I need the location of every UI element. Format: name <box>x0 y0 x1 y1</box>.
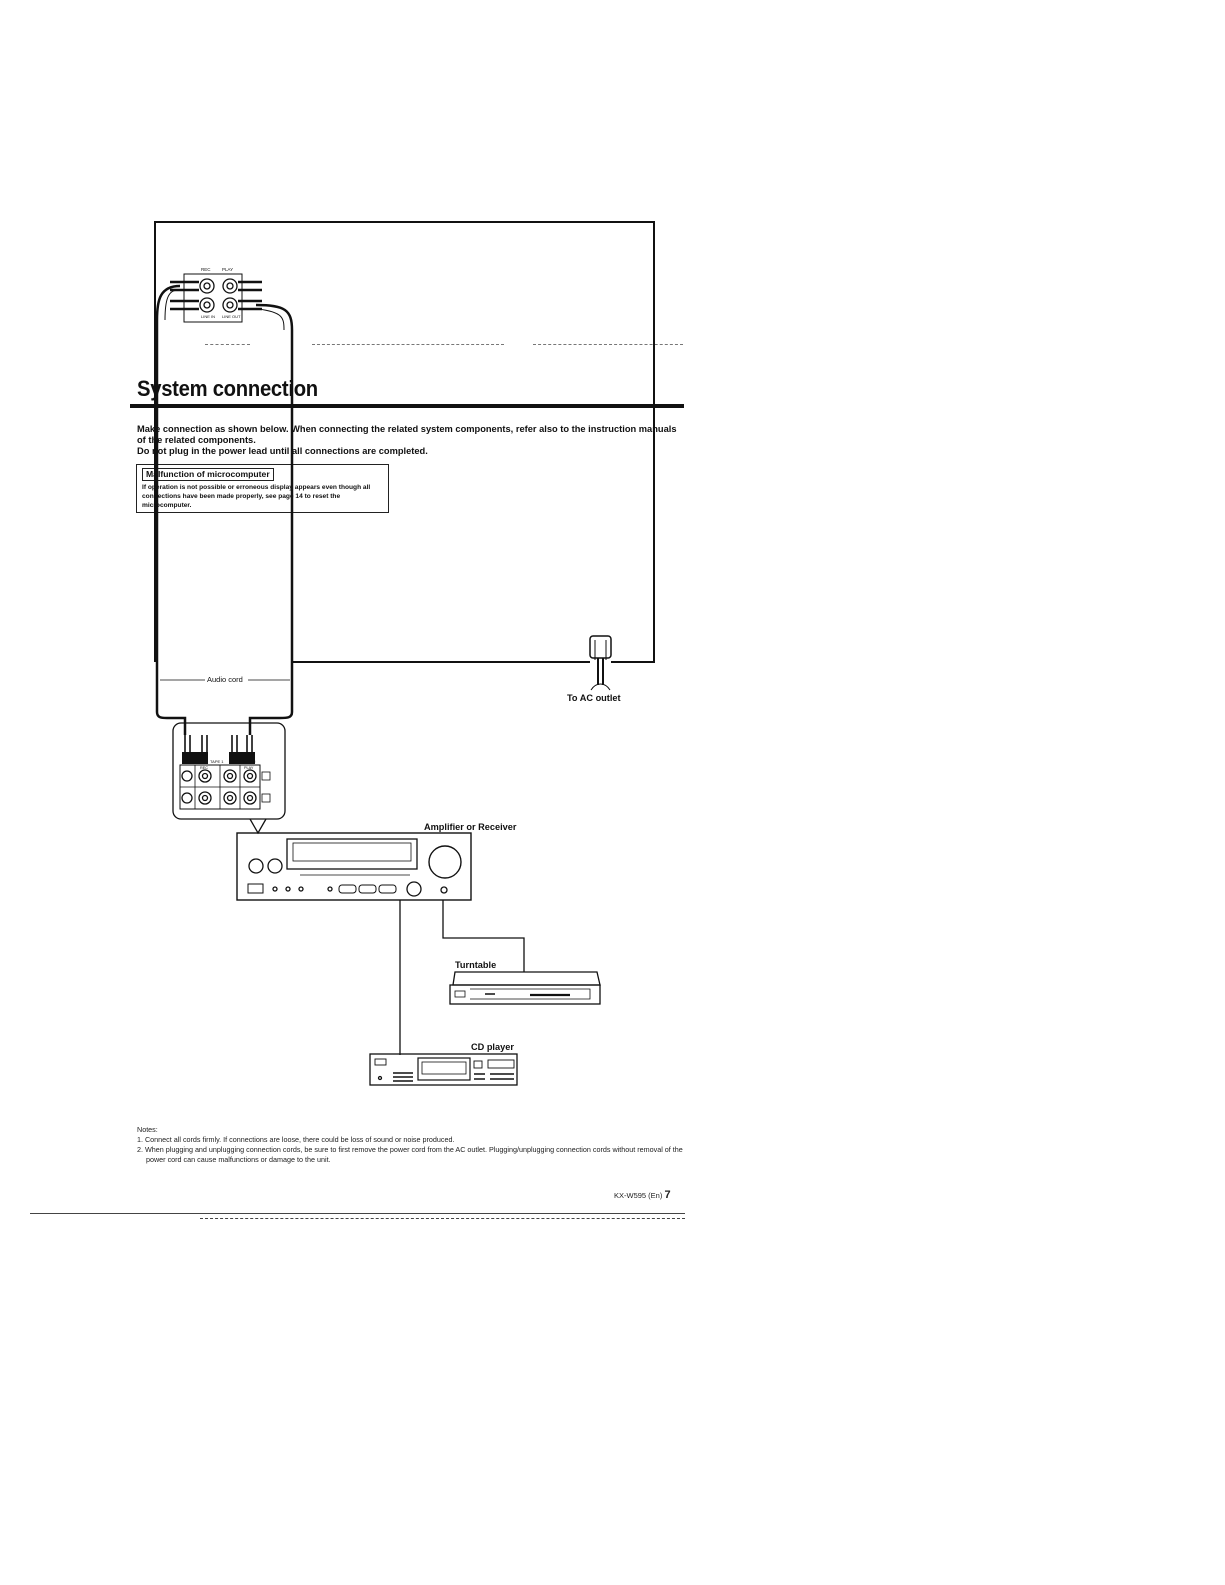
amp-play-label: PLAY <box>244 766 254 770</box>
amp-rec-label: REC <box>200 766 209 770</box>
malfunction-body: If operation is not possible or erroneou… <box>142 484 371 509</box>
turntable-label: Turntable <box>455 960 497 970</box>
cd-player-label: CD player <box>471 1042 514 1052</box>
page-footer: KX-W595 (En) 7 <box>614 1189 671 1201</box>
amplifier-label: Amplifier or Receiver <box>424 822 517 832</box>
deck-jack-plate <box>183 273 243 323</box>
malfunction-box: Malfunction of microcomputer If operatio… <box>136 464 389 513</box>
turntable-unit <box>452 971 601 986</box>
amp-jack-panel <box>172 722 286 820</box>
amp-to-turntable-line <box>442 900 525 972</box>
deck-jack-play-r <box>222 297 238 313</box>
deck-rear-panel <box>154 221 655 663</box>
intro-line-2: Do not plug in the power lead until all … <box>137 446 428 456</box>
notes-heading: Notes: <box>137 1125 158 1134</box>
footer-model: KX-W595 (En) <box>614 1191 663 1200</box>
deck-line-in-label: LINE IN <box>201 314 216 319</box>
ac-inlet <box>589 635 612 659</box>
deck-jack-rec-r <box>199 297 215 313</box>
amplifier-unit <box>236 832 472 901</box>
page-title: System connection <box>137 376 318 401</box>
deck-jack-rec-l <box>199 278 215 294</box>
amp-tape2-label: TAPE 2 <box>242 759 256 764</box>
amp-volume-knob <box>428 845 462 879</box>
deck-line-out-label: LINE OUT <box>222 314 241 319</box>
top-dashed-rule-left <box>205 344 250 345</box>
audio-cord-right <box>248 303 294 735</box>
deck-play-label: PLAY <box>222 267 234 272</box>
bottom-rule-1 <box>30 1213 685 1214</box>
cd-player-unit <box>369 1053 518 1086</box>
intro-line-1: Make connection as shown below. When con… <box>137 424 677 445</box>
deck-jack-play-l <box>222 278 238 294</box>
ac-power-cord <box>597 658 604 685</box>
top-dashed-rule-mid <box>312 344 504 345</box>
note-item-2: 2. When plugging and unplugging connecti… <box>137 1145 683 1164</box>
deck-rec-label: REC <box>201 267 211 272</box>
audio-cord-label: Audio cord <box>207 675 243 684</box>
audio-cord-left <box>155 284 187 735</box>
amp-tape1-label: TAPE 1 <box>210 759 224 764</box>
ac-outlet-label: To AC outlet <box>567 693 621 703</box>
intro-text: Make connection as shown below. When con… <box>137 424 685 457</box>
malfunction-title: Malfunction of microcomputer <box>142 468 274 481</box>
top-dashed-rule-right <box>533 344 683 345</box>
notes-section: Notes: 1. Connect all cords firmly. If c… <box>137 1125 687 1165</box>
page-number: 7 <box>664 1189 671 1201</box>
bottom-rule-2 <box>200 1218 685 1219</box>
title-rule <box>130 404 684 408</box>
note-item-1: 1. Connect all cords firmly. If connecti… <box>137 1135 455 1144</box>
